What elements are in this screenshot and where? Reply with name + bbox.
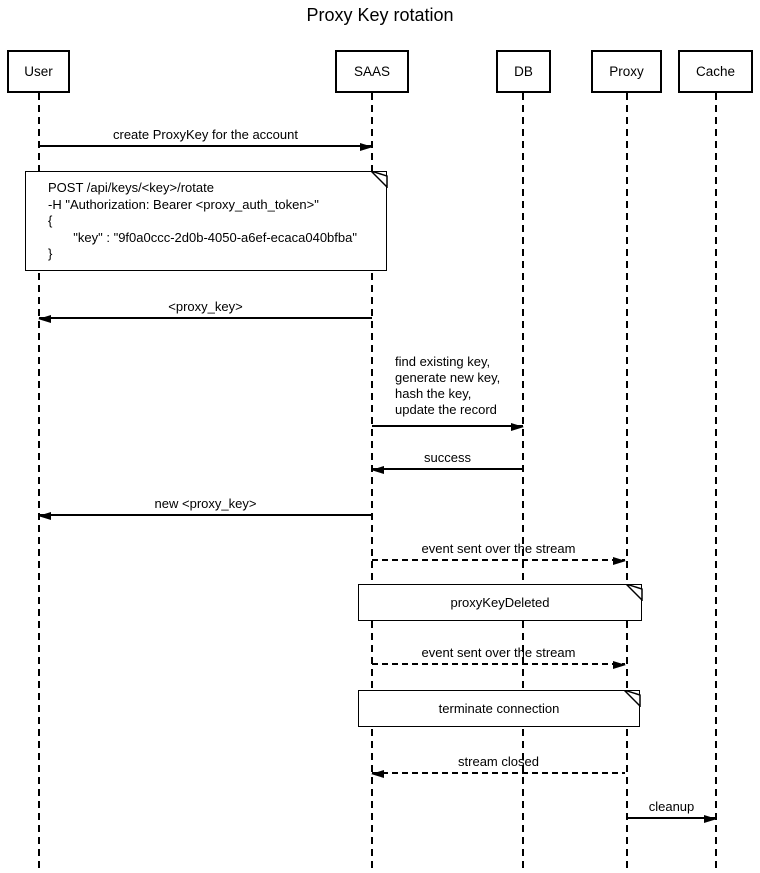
actor-db-label: DB xyxy=(514,64,533,79)
arrowhead-right-icon xyxy=(360,142,373,151)
message-line xyxy=(39,514,372,516)
arrowhead-left-icon xyxy=(371,769,384,778)
actor-proxy-label: Proxy xyxy=(609,64,644,79)
diagram-title: Proxy Key rotation xyxy=(306,5,454,25)
note-text: terminate connection xyxy=(438,701,560,716)
message-label: <proxy_key> xyxy=(168,299,243,314)
arrowhead-right-icon xyxy=(613,660,626,669)
actor-user: User xyxy=(7,50,70,93)
arrowhead-left-icon xyxy=(38,314,51,323)
message-label: find existing key, generate new key, has… xyxy=(395,354,501,417)
actor-user-label: User xyxy=(24,64,53,79)
message-stream-closed: stream closed xyxy=(371,752,625,778)
message-proxy-key-response: <proxy_key> xyxy=(38,297,372,323)
actor-cache: Cache xyxy=(678,50,753,93)
actor-db: DB xyxy=(496,50,551,93)
lifeline-proxy xyxy=(626,93,628,873)
actor-saas-label: SAAS xyxy=(353,64,391,79)
arrowhead-left-icon xyxy=(371,465,384,474)
actor-saas: SAAS xyxy=(335,50,409,93)
message-cleanup: cleanup xyxy=(627,797,717,823)
message-label: event sent over the stream xyxy=(421,541,576,556)
message-line xyxy=(39,317,372,319)
message-update-db: find existing key, generate new key, has… xyxy=(372,354,524,431)
note-proxykey-deleted: proxyKeyDeleted xyxy=(358,583,643,621)
arrowhead-right-icon xyxy=(704,814,717,823)
lifeline-db xyxy=(522,93,524,873)
lifeline-cache xyxy=(715,93,717,873)
actor-cache-label: Cache xyxy=(695,64,736,79)
message-line xyxy=(39,145,372,147)
arrowhead-left-icon xyxy=(38,511,51,520)
lifeline-user xyxy=(38,93,40,873)
arrowhead-right-icon xyxy=(511,422,524,431)
lifeline-saas xyxy=(371,93,373,873)
message-event-stream-1: event sent over the stream xyxy=(372,539,626,565)
note-fold-icon xyxy=(623,689,641,707)
message-label: cleanup xyxy=(648,799,695,814)
message-create-proxykey: create ProxyKey for the account xyxy=(39,125,373,151)
message-line xyxy=(372,468,523,470)
message-label: new <proxy_key> xyxy=(154,496,257,511)
note-text: POST /api/keys/<key>/rotate -H "Authoriz… xyxy=(48,180,357,262)
message-line xyxy=(372,425,523,427)
note-fold-icon xyxy=(625,583,643,601)
message-line xyxy=(627,817,716,819)
actor-proxy: Proxy xyxy=(591,50,662,93)
message-line xyxy=(372,772,625,774)
message-db-success: success xyxy=(371,448,523,474)
message-label: stream closed xyxy=(458,754,539,769)
message-label: success xyxy=(424,450,471,465)
message-line xyxy=(372,559,625,561)
message-event-stream-2: event sent over the stream xyxy=(372,643,626,669)
note-terminate-connection: terminate connection xyxy=(358,689,641,727)
note-text: proxyKeyDeleted xyxy=(450,595,550,610)
message-new-proxy-key: new <proxy_key> xyxy=(38,494,372,520)
message-label: event sent over the stream xyxy=(421,645,576,660)
message-label: create ProxyKey for the account xyxy=(113,127,298,142)
arrowhead-right-icon xyxy=(613,556,626,565)
message-line xyxy=(372,663,625,665)
note-rotate-request: POST /api/keys/<key>/rotate -H "Authoriz… xyxy=(25,170,388,271)
note-fold-icon xyxy=(370,170,388,188)
